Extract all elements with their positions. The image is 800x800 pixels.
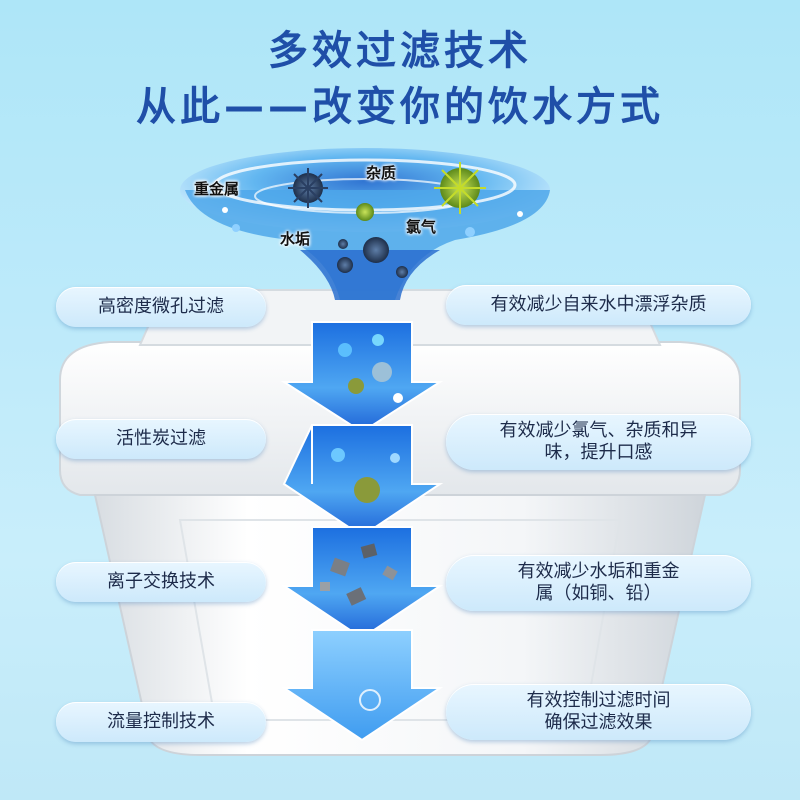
stage-1-name: 高密度微孔过滤 xyxy=(98,296,224,317)
headline-line-2: 从此——改变你的饮水方式 xyxy=(136,84,664,130)
stage-4-name: 流量控制技术 xyxy=(107,711,215,732)
stage-2-benefit-line-2: 味，提升口感 xyxy=(544,442,653,463)
stage-2-benefit-pill: 有效减少氯气、杂质和异 味，提升口感 xyxy=(446,414,751,470)
stage-arrow-4 xyxy=(280,629,444,742)
stage-4-benefit-line-1: 有效控制过滤时间 xyxy=(526,690,671,711)
label-impurities: 杂质 xyxy=(366,164,397,182)
scale-particles xyxy=(337,237,408,278)
stage-1-name-pill: 高密度微孔过滤 xyxy=(56,287,266,327)
stage-3-benefit-line-2: 属（如铜、铅） xyxy=(535,583,662,604)
stage-2-name: 活性炭过滤 xyxy=(116,428,206,449)
stage-3-benefit-line-1: 有效减少水垢和重金 xyxy=(517,561,680,582)
impurity-germ xyxy=(434,162,486,214)
stage-4-benefit-pill: 有效控制过滤时间 确保过滤效果 xyxy=(446,684,751,740)
stage-2-benefit-line-1: 有效减少氯气、杂质和异 xyxy=(499,420,698,441)
stage-arrow-1 xyxy=(280,321,444,434)
label-chlorine: 氯气 xyxy=(406,218,437,236)
label-scale: 水垢 xyxy=(280,230,311,248)
stage-4-name-pill: 流量控制技术 xyxy=(56,702,266,742)
stage-arrow-2 xyxy=(282,424,444,538)
stage-arrow-3 xyxy=(280,526,444,640)
stage-3-name: 离子交换技术 xyxy=(107,571,215,592)
stage-1-benefit-pill: 有效减少自来水中漂浮杂质 xyxy=(446,285,751,325)
label-heavy-metal: 重金属 xyxy=(194,180,240,198)
stage-4-benefit-line-2: 确保过滤效果 xyxy=(544,712,653,733)
stage-2-name-pill: 活性炭过滤 xyxy=(56,419,266,459)
heavy-metal-particle xyxy=(288,168,328,208)
stage-1-benefit: 有效减少自来水中漂浮杂质 xyxy=(490,294,707,315)
water-vortex xyxy=(180,148,550,300)
chlorine-germ xyxy=(356,203,374,221)
stage-3-name-pill: 离子交换技术 xyxy=(56,562,266,602)
headline-line-1: 多效过滤技术 xyxy=(268,28,532,74)
stage-3-benefit-pill: 有效减少水垢和重金 属（如铜、铅） xyxy=(446,555,751,611)
